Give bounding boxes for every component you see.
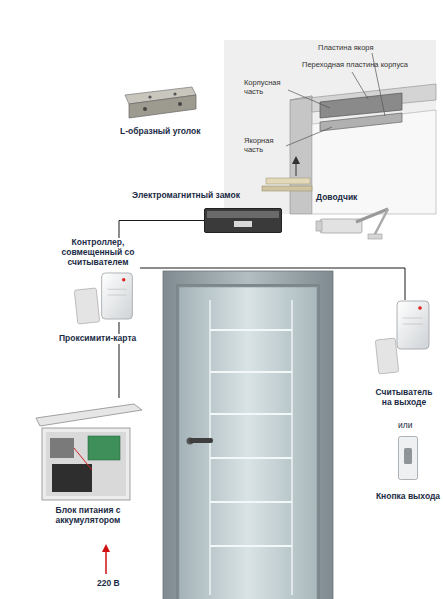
device-image [396,300,430,350]
reader-detail [107,295,126,296]
psu-lid [36,404,142,426]
lock-plates [262,156,312,191]
closer-bracket [368,234,382,239]
part-label: Доводчик [316,193,357,203]
arrow-head [102,544,110,552]
proximity-card [375,338,398,374]
reader-detail [107,289,126,290]
exit-button-symbol [398,436,418,480]
psu-transformer [50,438,74,458]
leader-line [352,72,368,99]
pointer-arrow [296,162,297,176]
reader-symbol [100,272,134,320]
glass-strip [209,300,211,595]
reader-led [122,278,125,281]
wire [140,268,405,300]
device-image [30,398,144,502]
bracket-hole [173,92,176,95]
exit-button: Кнопка выхода [374,436,442,506]
note-label: или [398,421,412,431]
device-label: Контроллер, совмещенный со считывателем [56,238,140,267]
reader-detail [403,324,423,325]
wire [119,221,204,239]
mains-arrow [105,550,107,574]
psu-board [88,436,120,460]
device-image [204,208,282,233]
device-label: Кнопка выхода [374,492,442,502]
glass-strip [210,545,292,547]
bracket-hole [143,107,147,111]
door-opening [176,284,320,599]
part-label: L-образный уголок [120,127,201,137]
plate [266,178,310,184]
reader-detail [403,318,423,319]
part-label: Проксимити-карта [58,334,137,344]
device-label: Блок питания с аккумулятором [42,506,134,526]
bracket-face [129,95,196,118]
exit-reader: Считыватель на выходе [372,300,436,412]
leader-line [286,127,332,146]
lock-sticker [234,221,252,227]
part-label: Пластина якоря [318,44,373,53]
door-panel [179,287,317,599]
reader-led [418,306,422,310]
mount-inset [224,40,436,214]
door-handle [189,438,213,443]
psu-battery [52,464,92,492]
glass-strip [210,371,292,373]
maglock-symbol [204,208,282,233]
lock-face [207,211,279,218]
reader-body [397,301,429,349]
l-bracket [125,87,196,118]
device-image [100,272,134,320]
lock-housing [205,209,282,233]
bracket-hole [178,102,182,106]
glass-strip [210,457,292,459]
proximity-card [74,288,99,324]
psu-wire [74,448,92,470]
door-leaf [312,110,436,214]
arrow-head [292,156,300,164]
button-plate [399,437,418,480]
inset-background [224,40,436,214]
psu-inside [46,432,126,496]
device-label: Считыватель на выходе [372,388,436,408]
device-label: Электромагнитный замок [132,191,240,201]
reader-body [102,273,133,319]
psu-box [42,428,130,500]
closer-cap [316,221,322,231]
magnetic-lock: Электромагнитный замок [204,208,282,233]
door-closer [316,209,388,239]
plate [262,186,312,191]
bracket-hole [148,95,151,98]
door-frame [163,271,333,599]
part-label: Корпусная часть [244,79,290,96]
reader-symbol [396,300,430,350]
leader-line [288,90,330,108]
closer-arm [374,209,388,236]
door [163,271,333,599]
glass-strip [210,413,292,415]
controller-reader: Контроллер, совмещенный со считывателем [56,238,140,322]
glass-strip [210,329,292,331]
device-image [398,436,418,480]
power-supply-symbol [30,398,144,502]
power-supply: Блок питания с аккумулятором [30,398,144,540]
button-key [404,448,412,464]
glass-strip [291,300,293,595]
part-label: Якорная часть [244,137,288,154]
voltage-label: 220 В [97,579,120,589]
glass-strip [210,501,292,503]
door-frame-post [290,96,312,214]
part-label: Переходная пластина корпуса [302,61,402,70]
armature-plate [320,113,402,131]
